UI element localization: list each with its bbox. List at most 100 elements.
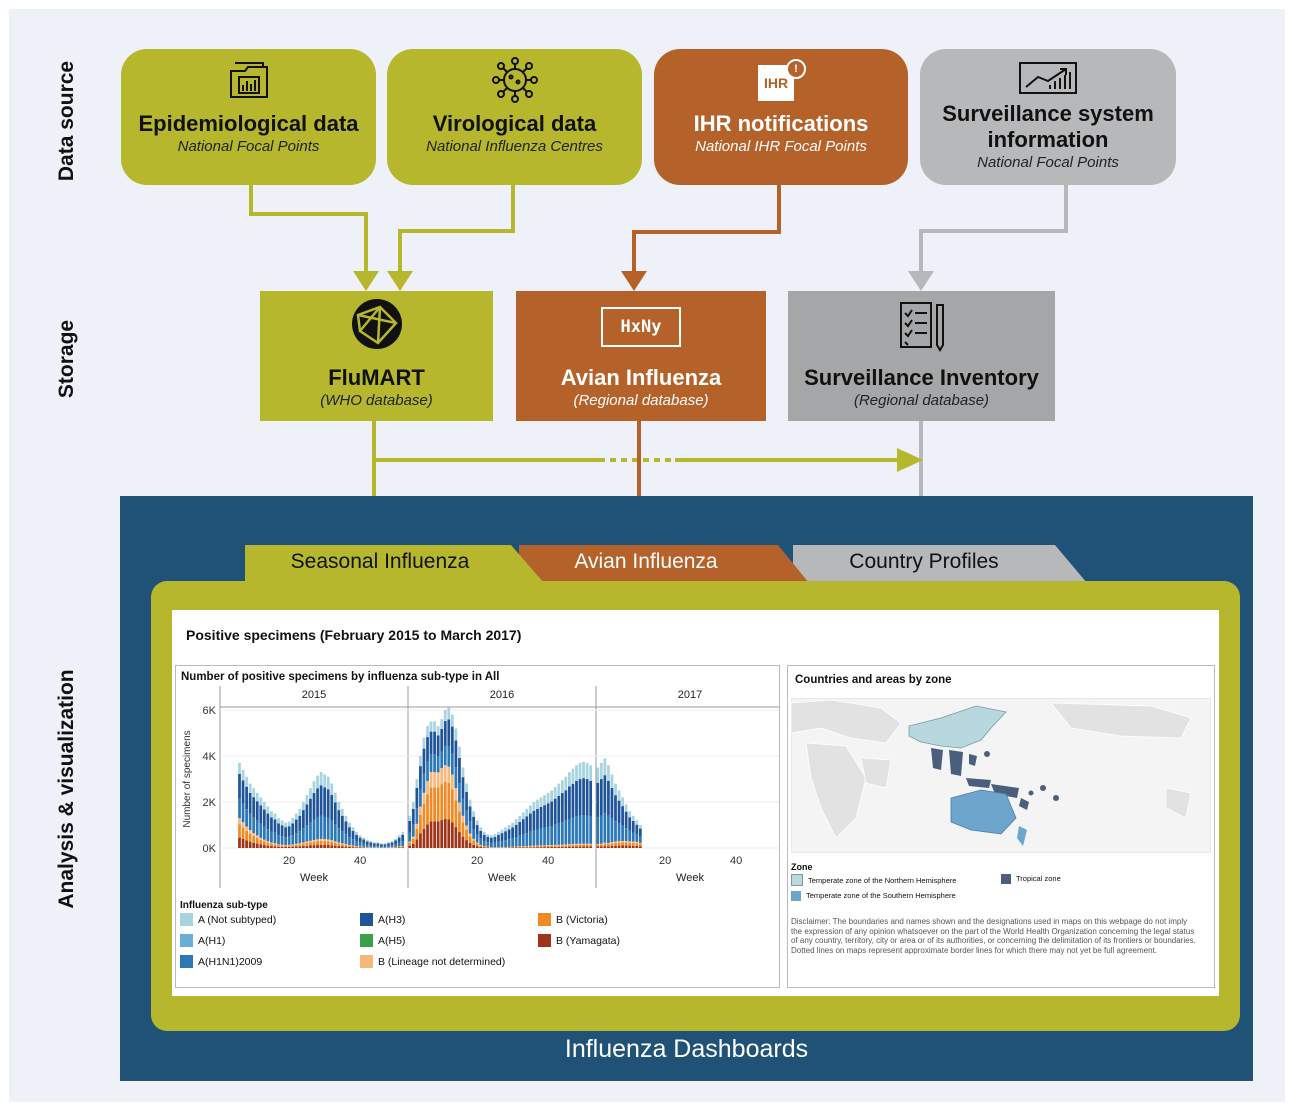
bar-segment [603, 846, 607, 848]
legend-label: B (Victoria) [556, 914, 608, 926]
bar-segment [238, 818, 241, 825]
source-title: IHR notifications [693, 111, 869, 136]
bar-segment [617, 790, 621, 801]
bar-segment [532, 846, 536, 848]
facet-year-label: 2015 [302, 689, 326, 701]
tab-avian-influenza[interactable]: Avian Influenza [574, 550, 718, 573]
bar-segment [571, 846, 575, 848]
bar-segment [394, 844, 397, 847]
bar-segment [596, 846, 600, 848]
bar-segment [287, 845, 291, 847]
bar-segment [507, 839, 511, 847]
bar-segment [298, 846, 302, 848]
bar-segment [284, 822, 287, 828]
arrow-viro-to-flumart [398, 185, 515, 271]
bar-segment [582, 846, 585, 848]
bar-segment [465, 810, 468, 826]
bar-segment [546, 792, 550, 804]
legend-label: B (Yamagata) [556, 935, 620, 947]
bar-segment [380, 844, 383, 847]
bar-segment [624, 841, 628, 843]
bar-segment [546, 826, 550, 846]
bar-segment [497, 841, 500, 848]
bar-segment [323, 787, 327, 817]
x-tick-label: 20 [283, 855, 295, 867]
bar-segment [589, 765, 593, 781]
bar-segment [461, 836, 465, 848]
bar-segment [312, 819, 316, 840]
bar-segment [589, 816, 593, 844]
bar-segment [238, 798, 241, 819]
bar-segment [344, 834, 348, 845]
bar-segment [397, 835, 401, 838]
bar-segment [270, 811, 273, 818]
bar-segment [610, 774, 614, 788]
legend-label: A(H3) [378, 914, 406, 926]
bar-segment [245, 809, 248, 827]
bar-segment [319, 840, 323, 845]
bar-segment [326, 841, 330, 846]
bar-segment [525, 847, 529, 848]
checklist-icon [899, 302, 944, 352]
bar-segment [280, 846, 284, 848]
bar-segment [337, 846, 341, 848]
bar-segment [440, 751, 444, 769]
facet-year-label: 2016 [490, 689, 514, 701]
bar-segment [454, 740, 458, 768]
bar-segment [312, 793, 316, 820]
bar-segment [348, 846, 351, 848]
bar-segment [408, 842, 412, 846]
bar-segment [362, 837, 366, 840]
bar-segment [599, 846, 603, 848]
zone-legend-item: Temperate zone of the Northern Hemispher… [791, 874, 956, 886]
storage-title: Surveillance Inventory [804, 365, 1039, 390]
source-title: Virological data [432, 111, 597, 136]
bar-segment [436, 735, 440, 757]
bar-segment [440, 728, 444, 752]
bar-segment [252, 833, 256, 837]
bar-segment [575, 765, 578, 781]
bar-segment [422, 828, 426, 848]
bar-segment [596, 767, 600, 783]
bar-segment [365, 841, 369, 845]
tab-seasonal-influenza[interactable]: Seasonal Influenza [290, 550, 470, 573]
bar-segment [610, 845, 614, 848]
bar-segment [333, 802, 337, 825]
bar-segment [262, 839, 266, 842]
bar-segment [312, 781, 316, 794]
bar-segment [245, 830, 248, 841]
bar-segment [415, 839, 419, 848]
bar-segment [241, 838, 245, 848]
storage-subtitle: (WHO database) [320, 392, 433, 409]
map-panel: Countries and areas by zone [787, 665, 1215, 988]
bar-segment [305, 825, 309, 842]
arrow-ihr-to-avian [632, 185, 781, 271]
bar-segment [589, 843, 593, 845]
bar-segment [638, 836, 642, 843]
bar-segment [621, 842, 624, 846]
legend-swatch [180, 955, 193, 968]
bar-segment [270, 842, 273, 844]
bar-segment [458, 782, 461, 803]
bar-segment [529, 831, 532, 846]
bar-segment [614, 783, 617, 796]
bar-segment [607, 780, 610, 816]
tab-country-profiles[interactable]: Country Profiles [849, 550, 999, 573]
bar-segment [550, 846, 554, 848]
bar-segment [330, 794, 334, 821]
bar-segment [415, 779, 419, 788]
bar-segment [638, 843, 642, 847]
bar-segment [479, 827, 483, 831]
dashboards-footer: Influenza Dashboards [564, 1035, 809, 1063]
bar-segment [277, 846, 280, 848]
land-masses [791, 699, 1192, 839]
bar-segment [277, 845, 280, 847]
bar-segment [419, 756, 422, 767]
bar-segment [585, 844, 589, 847]
bar-segment [408, 845, 412, 848]
x-axis-label: Week [676, 872, 704, 884]
bar-segment [553, 844, 557, 846]
bar-segment [511, 838, 515, 847]
legend-item: A(H3) [360, 913, 405, 926]
bar-segment [447, 782, 451, 820]
